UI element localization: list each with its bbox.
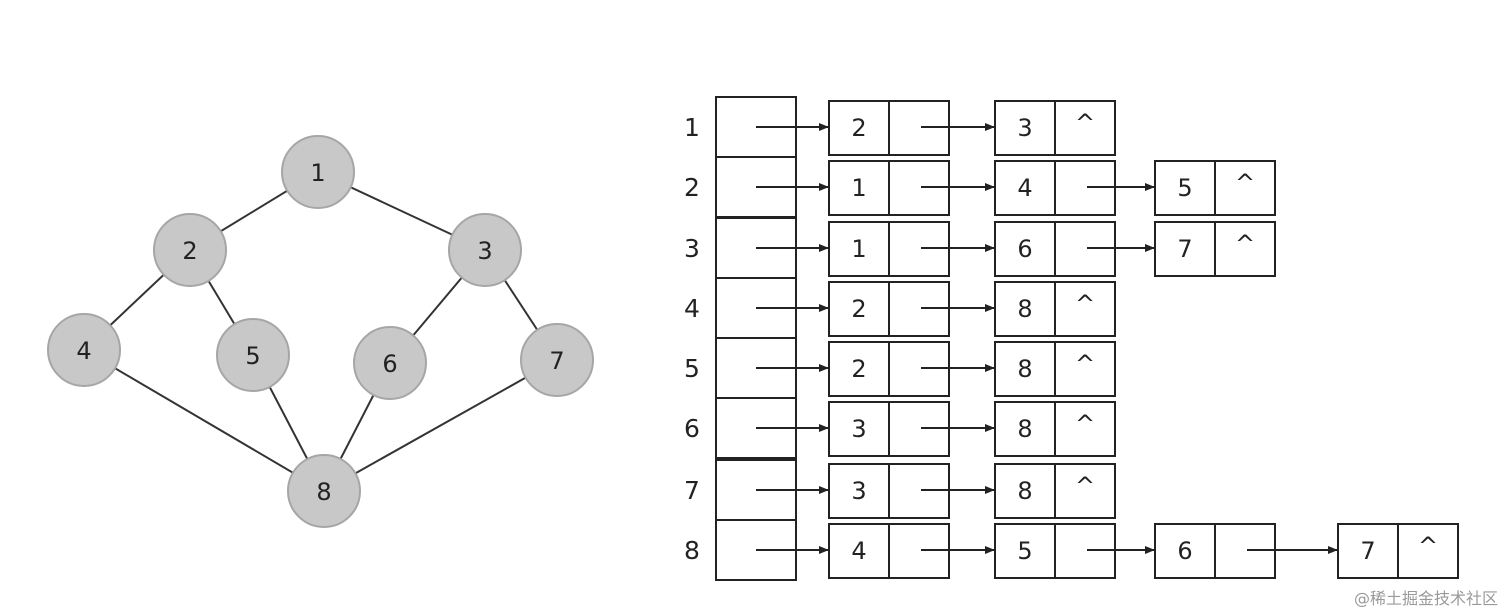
list-node-value: 4 bbox=[1017, 174, 1032, 202]
graph-node-circle bbox=[47, 313, 121, 387]
graph-node-circle bbox=[353, 326, 427, 400]
graph-nodes: 1 2 3 4 5 6 7 8 bbox=[47, 135, 594, 528]
graph-node-label: 4 bbox=[76, 337, 91, 365]
list-node-value: 3 bbox=[851, 415, 866, 443]
null-marker: ^ bbox=[1235, 169, 1255, 197]
list-node-value: 4 bbox=[851, 537, 866, 565]
null-marker: ^ bbox=[1235, 230, 1255, 258]
graph-node-8: 8 bbox=[287, 454, 361, 528]
list-node: 3^ bbox=[994, 100, 1116, 156]
row-label: 5 bbox=[684, 354, 700, 383]
list-node-value: 7 bbox=[1360, 537, 1375, 565]
list-node-value: 6 bbox=[1017, 235, 1032, 263]
graph-node-circle bbox=[520, 323, 594, 397]
row-label: 3 bbox=[684, 234, 700, 263]
graph-node-label: 7 bbox=[549, 347, 564, 375]
graph-node-7: 7 bbox=[520, 323, 594, 397]
list-node-value: 1 bbox=[851, 235, 866, 263]
graph-node-label: 1 bbox=[310, 159, 325, 187]
graph-node-label: 6 bbox=[382, 350, 397, 378]
row-label: 1 bbox=[684, 113, 700, 142]
list-node: 8^ bbox=[994, 341, 1116, 397]
row-label: 4 bbox=[684, 294, 700, 323]
list-node-value: 2 bbox=[851, 355, 866, 383]
list-node: 7^ bbox=[1154, 221, 1276, 277]
list-node-value: 2 bbox=[851, 295, 866, 323]
list-node-value: 3 bbox=[851, 477, 866, 505]
graph-edge-4-8 bbox=[83, 349, 325, 492]
list-node-value: 8 bbox=[1017, 477, 1032, 505]
list-node-value: 6 bbox=[1177, 537, 1192, 565]
graph-node-6: 6 bbox=[353, 326, 427, 400]
list-node-value: 8 bbox=[1017, 415, 1032, 443]
graph-node-label: 5 bbox=[245, 342, 260, 370]
list-node-value: 1 bbox=[851, 174, 866, 202]
graph-node-label: 2 bbox=[182, 237, 197, 265]
graph-node-circle bbox=[153, 213, 227, 287]
graph-node-circle bbox=[448, 213, 522, 287]
null-marker: ^ bbox=[1418, 532, 1438, 560]
list-node-value: 8 bbox=[1017, 295, 1032, 323]
null-marker: ^ bbox=[1075, 109, 1095, 137]
graph-node-label: 3 bbox=[477, 237, 492, 265]
row-label: 7 bbox=[684, 476, 700, 505]
graph-node-circle bbox=[287, 454, 361, 528]
graph-node-4: 4 bbox=[47, 313, 121, 387]
null-marker: ^ bbox=[1075, 410, 1095, 438]
null-marker: ^ bbox=[1075, 350, 1095, 378]
row-label: 6 bbox=[684, 414, 700, 443]
row-label: 8 bbox=[684, 536, 700, 565]
null-marker: ^ bbox=[1075, 290, 1095, 318]
list-node-value: 3 bbox=[1017, 114, 1032, 142]
list-node: 7^ bbox=[1337, 523, 1459, 579]
graph-node-circle bbox=[281, 135, 355, 209]
list-node-value: 7 bbox=[1177, 235, 1192, 263]
graph-node-1: 1 bbox=[281, 135, 355, 209]
list-node: 5^ bbox=[1154, 160, 1276, 216]
graph-node-2: 2 bbox=[153, 213, 227, 287]
list-node: 8^ bbox=[994, 463, 1116, 519]
graph-node-label: 8 bbox=[316, 478, 331, 506]
list-node-value: 5 bbox=[1017, 537, 1032, 565]
list-node-value: 5 bbox=[1177, 174, 1192, 202]
graph-node-circle bbox=[216, 318, 290, 392]
graph-node-5: 5 bbox=[216, 318, 290, 392]
list-node-value: 8 bbox=[1017, 355, 1032, 383]
row-label: 2 bbox=[684, 173, 700, 202]
list-node: 8^ bbox=[994, 281, 1116, 337]
graph-edge-7-8 bbox=[323, 359, 558, 492]
list-node-value: 2 bbox=[851, 114, 866, 142]
list-node: 8^ bbox=[994, 401, 1116, 457]
graph-node-3: 3 bbox=[448, 213, 522, 287]
null-marker: ^ bbox=[1075, 472, 1095, 500]
watermark: @稀土掘金技术社区 bbox=[1353, 589, 1498, 608]
